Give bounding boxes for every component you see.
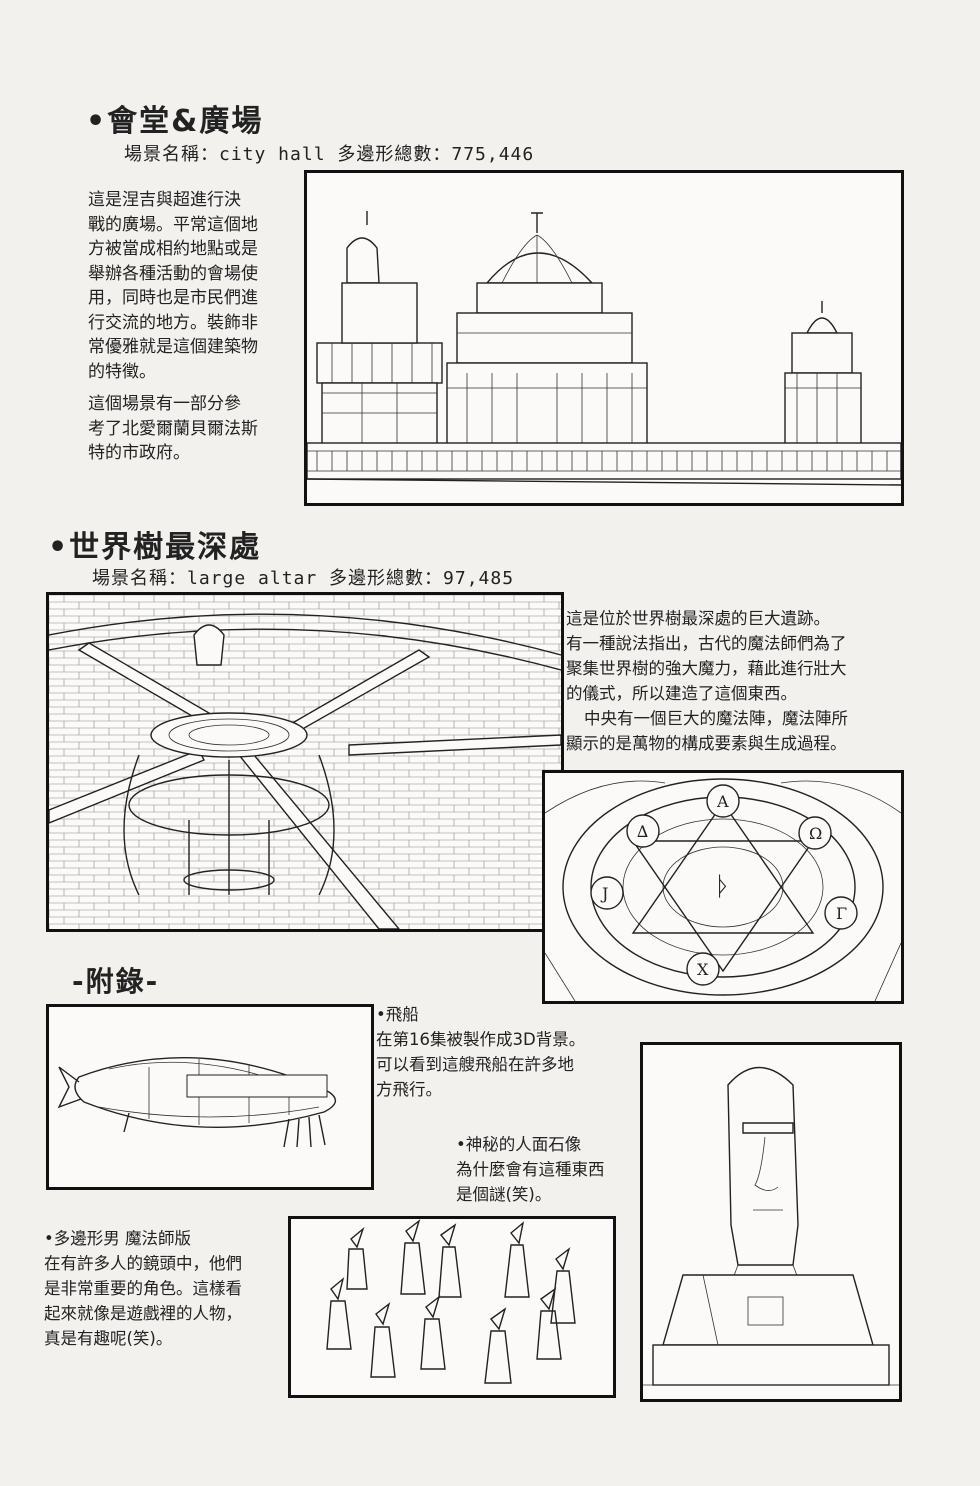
airship-caption: •飛船 在第16集被製作成3D背景。 可以看到這艘飛船在許多地 方飛行。 bbox=[376, 1005, 586, 1099]
mages-illustration bbox=[288, 1216, 616, 1398]
large-altar-illustration bbox=[46, 592, 564, 932]
city-hall-description: 這是涅吉與超進行決 戰的廣場。平常這個地 方被當成相約地點或是 舉辦各種活動的會… bbox=[88, 190, 258, 382]
large-altar-description: 這是位於世界樹最深處的巨大遺跡。 有一種說法指出，古代的魔法師們為了 聚集世界樹… bbox=[566, 609, 847, 703]
svg-text:Ω: Ω bbox=[809, 824, 822, 843]
magic-circle-illustration: ᚦ A ∆ Ω J Γ X bbox=[542, 770, 904, 1004]
svg-text:A: A bbox=[716, 792, 729, 811]
city-hall-illustration bbox=[304, 170, 904, 506]
svg-text:Γ: Γ bbox=[836, 904, 847, 923]
magic-circle-note: 中央有一個巨大的魔法陣，魔法陣所 顯示的是萬物的構成要素與生成過程。 bbox=[566, 709, 848, 753]
section-title-large-altar: •世界樹最深處 bbox=[48, 530, 262, 565]
svg-text:X: X bbox=[697, 960, 709, 979]
airship-illustration bbox=[46, 1004, 374, 1190]
moai-caption: •神秘的人面石像 為什麼會有這種東西 是個謎(笑)。 bbox=[456, 1135, 605, 1204]
section-subtitle-city-hall: 場景名稱：city hall 多邊形總數：775,446 bbox=[124, 144, 535, 165]
mages-caption: •多邊形男 魔法師版 在有許多人的鏡頭中，他們 是非常重要的角色。這樣看 起來就… bbox=[44, 1229, 242, 1348]
city-hall-reference-note: 這個場景有一部分參 考了北愛爾蘭貝爾法斯 特的市政府。 bbox=[88, 394, 258, 463]
section-title-city-hall: •會堂&廣場 bbox=[86, 104, 264, 139]
moai-statue-illustration bbox=[640, 1042, 902, 1402]
section-subtitle-large-altar: 場景名稱：large altar 多邊形總數：97,485 bbox=[92, 568, 515, 589]
svg-text:ᚦ: ᚦ bbox=[715, 872, 731, 902]
svg-text:∆: ∆ bbox=[637, 822, 648, 841]
svg-text:J: J bbox=[600, 884, 608, 903]
appendix-title: -附錄- bbox=[72, 965, 160, 998]
